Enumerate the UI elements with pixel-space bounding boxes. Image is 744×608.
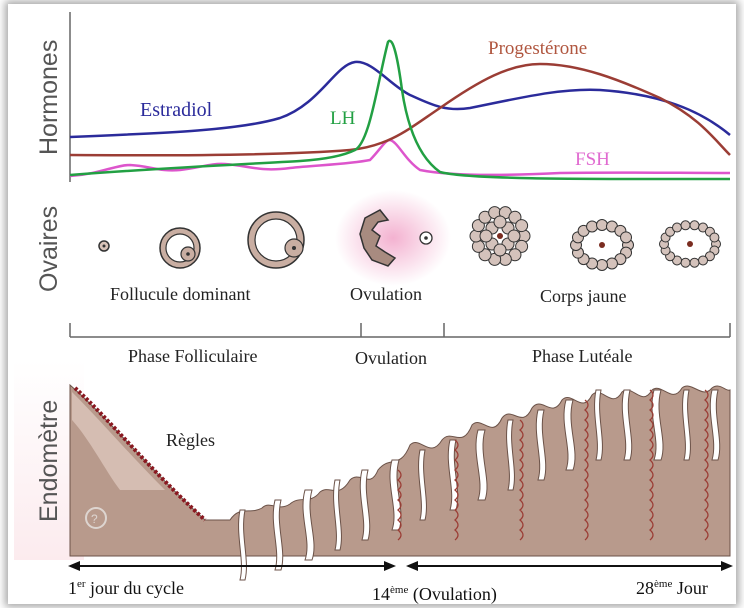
endometre-label: Endomètre (35, 400, 63, 522)
corpus-luteum-icon (470, 207, 721, 271)
progesterone-label: Progestérone (488, 38, 587, 59)
arrow-left-icon (68, 561, 80, 571)
phase-bracket (70, 323, 730, 337)
estradiol-label: Estradiol (140, 99, 213, 121)
follicule-dominant-label: Follucule dominant (110, 284, 250, 304)
corps-jaune-label: Corps jaune (540, 286, 626, 306)
phase-folliculaire-label: Phase Folliculaire (128, 346, 257, 366)
ovaires-label: Ovaires (35, 206, 63, 292)
dominant-follicle-icon (248, 212, 304, 268)
ovulation-glow (335, 190, 451, 286)
ovulation-ovary-label: Ovulation (350, 284, 422, 304)
cycle-timeline (68, 561, 733, 571)
hormones-panel: Hormones Estradiol LH Progestérone FSH (35, 12, 730, 182)
arrow-mid-left-icon (406, 561, 418, 571)
arrow-right-icon (721, 561, 733, 571)
endometrium-tissue (70, 385, 730, 556)
phase-ovulation-label: Ovulation (355, 348, 427, 368)
ovaries-panel: Ovaires Follucule dominant (35, 190, 721, 306)
growing-follicle-icon (160, 228, 200, 268)
svg-text:?: ? (91, 512, 98, 526)
fsh-label: FSH (575, 149, 610, 170)
day1-label: 1er jour du cycle (68, 578, 184, 598)
lh-label: LH (330, 108, 356, 129)
fsh-curve (70, 140, 730, 176)
primary-follicle-icon (99, 241, 109, 251)
phase-luteale-label: Phase Lutéale (532, 346, 632, 366)
day28-label: 28ème Jour (636, 578, 708, 598)
endometrium-panel: Endomètre Règles ? (35, 385, 730, 580)
hormones-label: Hormones (35, 40, 63, 155)
regles-label: Règles (166, 430, 215, 450)
day14-label: 14ème (Ovulation) (372, 584, 497, 605)
arrow-mid-right-icon (384, 561, 396, 571)
